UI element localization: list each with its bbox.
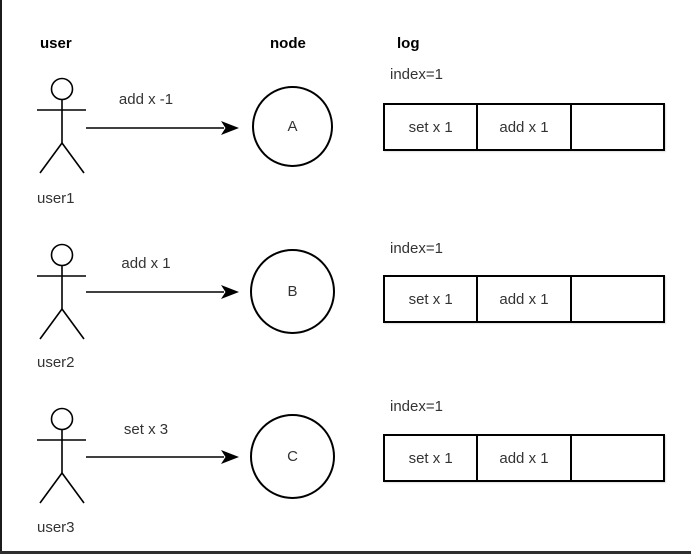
command-arrow-1 bbox=[86, 121, 239, 135]
log2-table: set x 1 add x 1 bbox=[383, 275, 665, 323]
log2-cell-3 bbox=[572, 277, 663, 321]
command-label-2: add x 1 bbox=[121, 255, 171, 272]
canvas-bottom-edge bbox=[0, 551, 691, 554]
log3-cell-2: add x 1 bbox=[478, 436, 572, 480]
node-a-label: A bbox=[287, 118, 298, 135]
log1-cell-3 bbox=[572, 105, 663, 149]
log3-index-label: index=1 bbox=[390, 398, 443, 415]
log1-cell-1: set x 1 bbox=[385, 105, 479, 149]
column-header-node: node bbox=[270, 35, 306, 52]
node-circle-c: C bbox=[250, 414, 335, 499]
node-circle-b: B bbox=[250, 249, 335, 334]
user1-label: user1 bbox=[37, 190, 75, 207]
column-header-log: log bbox=[397, 35, 420, 52]
log3-cell-1: set x 1 bbox=[385, 436, 479, 480]
command-arrow-2 bbox=[86, 285, 239, 299]
node-circle-a: A bbox=[252, 86, 333, 167]
canvas-left-edge bbox=[0, 0, 2, 554]
log2-cell-2: add x 1 bbox=[478, 277, 572, 321]
log1-index-label: index=1 bbox=[390, 66, 443, 83]
log3-cell-3 bbox=[572, 436, 663, 480]
command-arrow-3 bbox=[86, 450, 239, 464]
log1-cell-2: add x 1 bbox=[478, 105, 572, 149]
command-label-3: set x 3 bbox=[123, 421, 169, 438]
user2-label: user2 bbox=[37, 354, 75, 371]
column-header-user: user bbox=[40, 35, 72, 52]
log1-table: set x 1 add x 1 bbox=[383, 103, 665, 151]
node-b-label: B bbox=[287, 283, 298, 300]
user1-stick-figure-icon bbox=[37, 77, 86, 174]
user3-stick-figure-icon bbox=[37, 407, 86, 504]
command-label-1: add x -1 bbox=[118, 91, 174, 108]
node-c-label: C bbox=[287, 448, 298, 465]
user2-stick-figure-icon bbox=[37, 243, 86, 340]
log3-table: set x 1 add x 1 bbox=[383, 434, 665, 482]
log2-cell-1: set x 1 bbox=[385, 277, 479, 321]
log2-index-label: index=1 bbox=[390, 240, 443, 257]
user3-label: user3 bbox=[37, 519, 75, 536]
